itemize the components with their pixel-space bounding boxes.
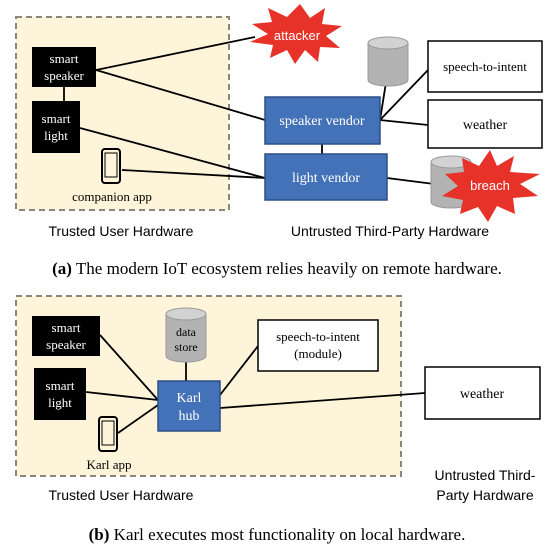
caption-a: (a) The modern IoT ecosystem relies heav… bbox=[0, 259, 554, 279]
smart-light-b-label-1: smart bbox=[46, 378, 75, 393]
smart-light-label-1: smart bbox=[42, 111, 71, 126]
caption-a-text: The modern IoT ecosystem relies heavily … bbox=[71, 259, 502, 278]
data-store-label-1: data bbox=[176, 325, 197, 339]
karl-app-label: Karl app bbox=[86, 457, 131, 472]
untrusted-region-label-b-2: Party Hardware bbox=[436, 487, 533, 503]
trusted-region-label-b: Trusted User Hardware bbox=[49, 487, 194, 503]
phone-icon bbox=[101, 148, 121, 184]
phone-icon-b bbox=[98, 416, 118, 452]
link-hub-weather bbox=[219, 392, 426, 409]
link-speaker-attacker bbox=[95, 36, 256, 71]
link-app-vendor bbox=[121, 169, 266, 179]
weather-service-a: weather bbox=[427, 99, 543, 149]
weather-label-a: weather bbox=[463, 118, 508, 133]
storage-cylinder-icon bbox=[367, 36, 409, 87]
speech-to-intent-label: speech-to-intent bbox=[443, 59, 527, 74]
module-label-1: speech-to-intent bbox=[276, 329, 360, 344]
smart-light-label-2: light bbox=[44, 128, 68, 143]
speaker-vendor: speaker vendor bbox=[264, 96, 381, 145]
smart-speaker-a: smart speaker bbox=[32, 47, 96, 87]
smart-speaker-b-label-2: speaker bbox=[46, 337, 86, 352]
speech-to-intent-module: speech-to-intent (module) bbox=[257, 319, 379, 372]
breach-burst-icon: breach bbox=[442, 150, 540, 222]
light-vendor-label: light vendor bbox=[292, 171, 360, 186]
link-module-hub bbox=[219, 345, 259, 396]
smart-speaker-b: smart speaker bbox=[32, 316, 100, 356]
karl-hub-label-2: hub bbox=[179, 409, 200, 424]
link-speaker-hub bbox=[99, 334, 159, 401]
connections-b bbox=[85, 334, 426, 434]
link-speakervendor-speech bbox=[379, 69, 429, 121]
diagram-a: smart speaker smart light companion app … bbox=[15, 4, 543, 239]
data-store-cylinder-icon: data store bbox=[165, 307, 207, 363]
caption-b-label: (b) bbox=[88, 525, 110, 544]
link-light-vendor bbox=[79, 127, 266, 179]
link-light-hub bbox=[85, 391, 159, 401]
speech-to-intent-service: speech-to-intent bbox=[427, 40, 543, 93]
smart-light-b-label-2: light bbox=[48, 395, 72, 410]
diagram-b: smart speaker smart light Karl app data … bbox=[15, 295, 541, 503]
speaker-vendor-label: speaker vendor bbox=[279, 114, 364, 129]
smart-speaker-b-label-1: smart bbox=[52, 320, 81, 335]
untrusted-region-label-b-1: Untrusted Third- bbox=[435, 467, 536, 483]
caption-b-text: Karl executes most functionality on loca… bbox=[109, 525, 466, 544]
trusted-region-label-a: Trusted User Hardware bbox=[49, 223, 194, 239]
weather-service-b: weather bbox=[424, 366, 541, 420]
link-speakervendor-weather bbox=[379, 119, 429, 126]
attacker-burst-icon: attacker bbox=[250, 4, 342, 64]
caption-b: (b) Karl executes most functionality on … bbox=[0, 525, 554, 545]
module-label-2: (module) bbox=[294, 346, 342, 361]
untrusted-region-label-a: Untrusted Third-Party Hardware bbox=[291, 223, 489, 239]
caption-a-label: (a) bbox=[52, 259, 72, 278]
smart-light-a: smart light bbox=[32, 101, 80, 153]
smart-speaker-label-1: smart bbox=[50, 51, 79, 66]
link-speaker-vendor bbox=[95, 69, 266, 121]
link-app-hub bbox=[117, 404, 159, 434]
data-store-label-2: store bbox=[174, 340, 197, 354]
light-vendor: light vendor bbox=[264, 153, 388, 201]
smart-speaker-label-2: speaker bbox=[44, 68, 84, 83]
karl-hub-label-1: Karl bbox=[177, 391, 202, 406]
weather-label-b: weather bbox=[460, 387, 505, 402]
attacker-label: attacker bbox=[274, 28, 321, 43]
companion-app-label: companion app bbox=[72, 189, 152, 204]
smart-light-b: smart light bbox=[34, 368, 86, 420]
karl-hub: Karl hub bbox=[157, 380, 221, 432]
breach-label: breach bbox=[470, 178, 510, 193]
